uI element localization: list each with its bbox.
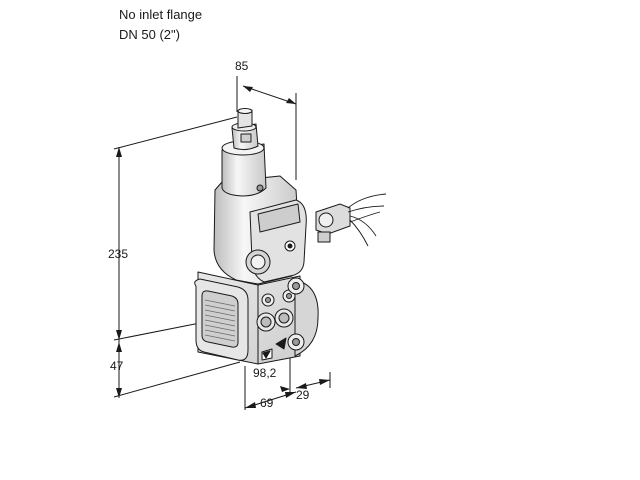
dim-side-offset: 29 xyxy=(296,388,310,402)
dim-base-height: 47 xyxy=(110,359,124,373)
valve-body xyxy=(194,108,319,365)
note-no-inlet-flange: No inlet flange xyxy=(119,7,203,22)
note-dn-size: DN 50 (2") xyxy=(119,27,180,42)
dimension-arrows xyxy=(116,86,330,408)
dim-top-width: 85 xyxy=(235,59,249,73)
connector-plug xyxy=(315,193,387,247)
dim-front-width: 69 xyxy=(260,396,274,410)
dim-total-height: 235 xyxy=(108,247,128,261)
dim-body-depth: 98,2 xyxy=(253,366,277,380)
